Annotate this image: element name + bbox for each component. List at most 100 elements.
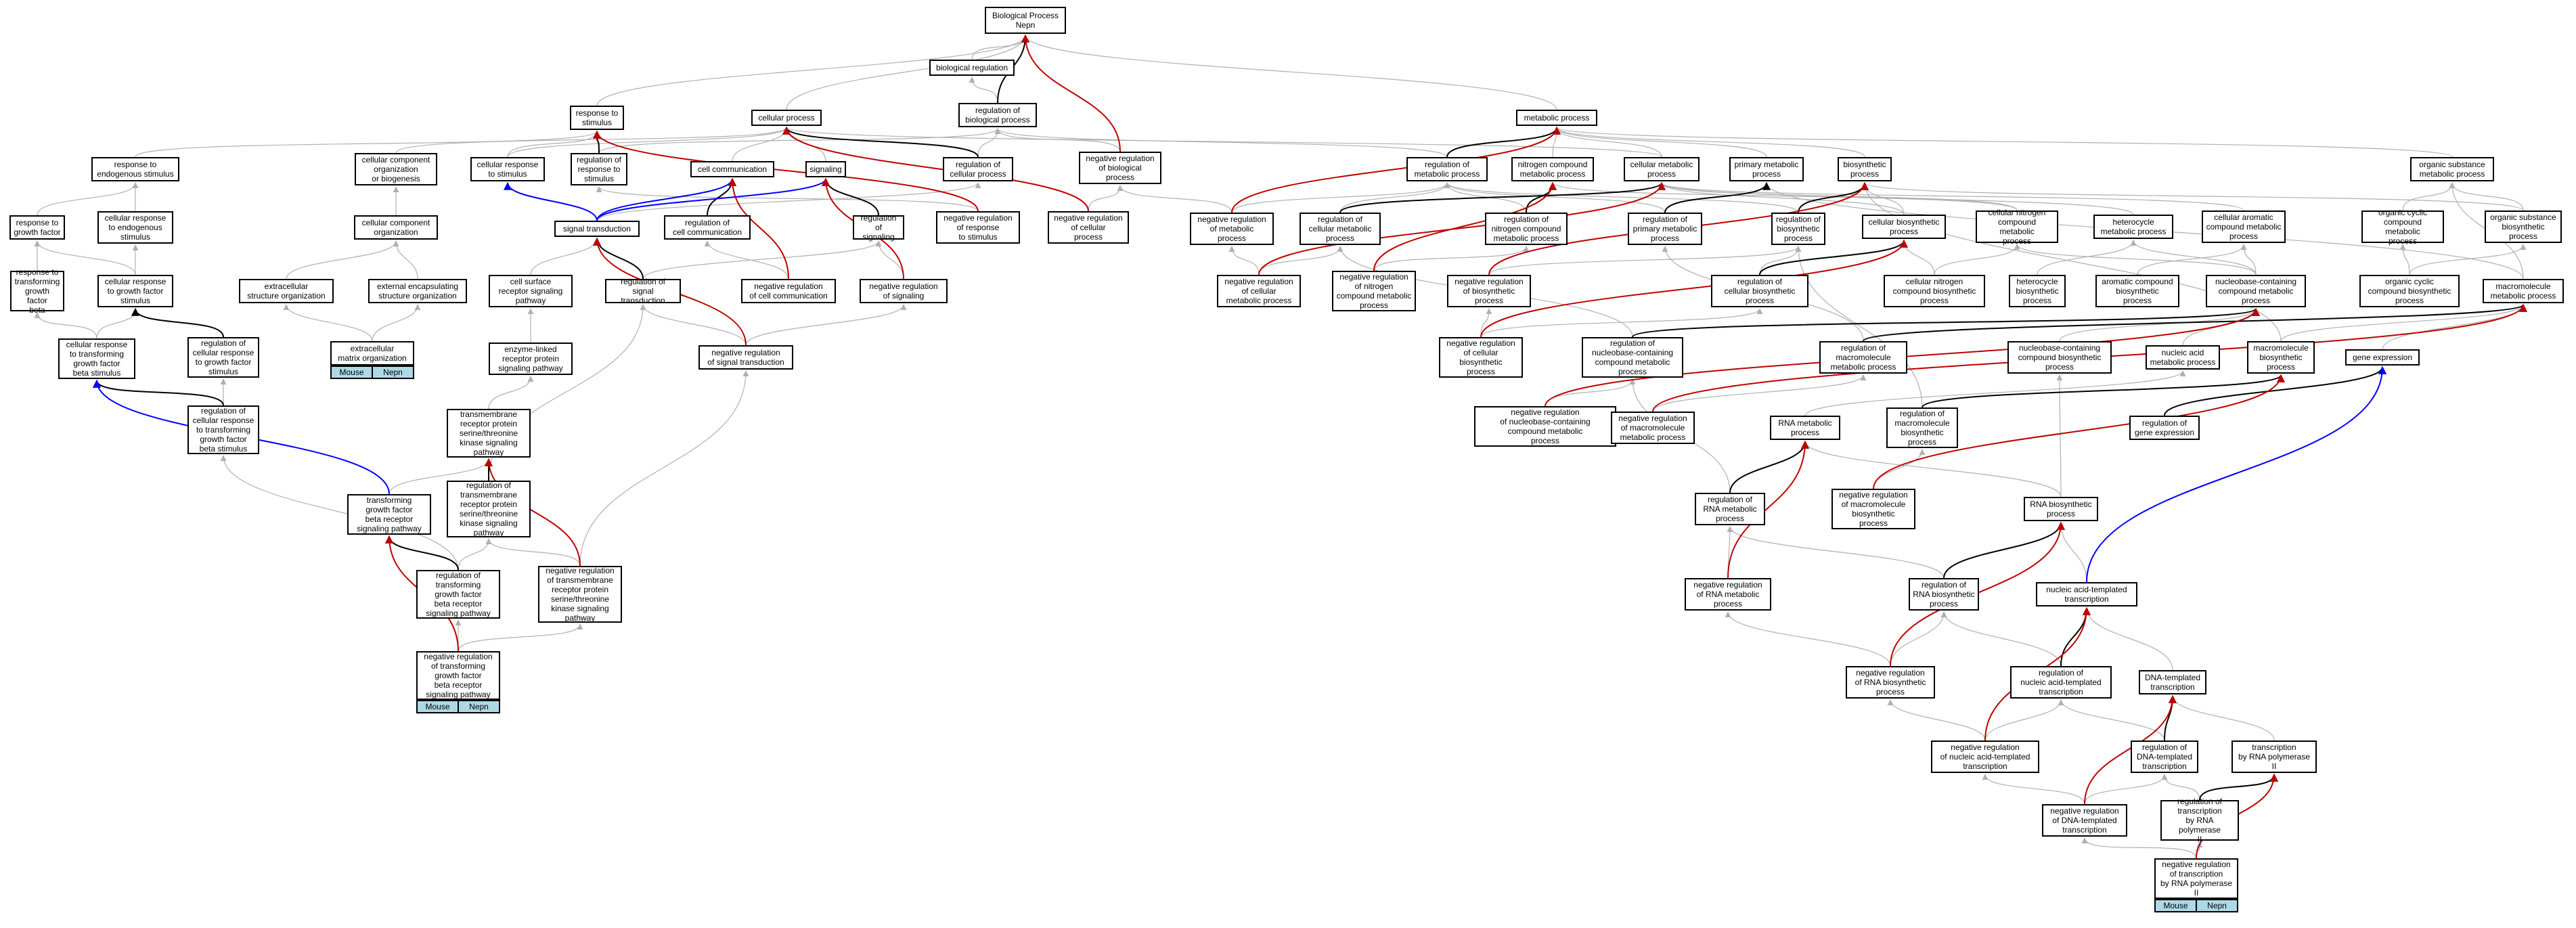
term-node-cellrespendo[interactable]: cellular response to endogenous stimulus bbox=[97, 211, 173, 244]
term-node-metab[interactable]: metabolic process bbox=[1516, 110, 1597, 126]
term-node-natrans[interactable]: nucleic acid-templated transcription bbox=[2036, 582, 2137, 606]
term-node-biosyn[interactable]: biosynthetic process bbox=[1838, 157, 1892, 181]
term-node-orgcyclicbiosyn[interactable]: organic cyclic compound biosynthetic pro… bbox=[2359, 275, 2460, 307]
term-node-negregmetab[interactable]: negative regulation of metabolic process bbox=[1190, 213, 1274, 245]
term-node-heterocycle[interactable]: heterocycle metabolic process bbox=[2093, 215, 2173, 239]
term-node-negregcellbiosyn[interactable]: negative regulation of cellular biosynth… bbox=[1439, 337, 1523, 378]
term-node-rnabiosyn[interactable]: RNA biosynthetic process bbox=[2024, 497, 2098, 521]
term-node-negregcellcomm[interactable]: negative regulation of cell communicatio… bbox=[741, 279, 836, 303]
term-node-negregtmrs[interactable]: negative regulation of transmembrane rec… bbox=[538, 566, 622, 623]
term-label: negative regulation of signaling bbox=[869, 282, 938, 301]
term-node-regcellbiosyn[interactable]: regulation of cellular biosynthetic proc… bbox=[1711, 275, 1808, 307]
term-node-negregdnatrans[interactable]: negative regulation of DNA-templated tra… bbox=[2042, 804, 2127, 837]
term-node-negregrnametab[interactable]: negative regulation of RNA metabolic pro… bbox=[1685, 578, 1771, 611]
term-node-regnitro[interactable]: regulation of nitrogen compound metaboli… bbox=[1485, 213, 1568, 245]
term-node-tgfbpath[interactable]: transforming growth factor beta receptor… bbox=[347, 494, 431, 535]
term-node-regprimary[interactable]: regulation of primary metabolic process bbox=[1628, 213, 1702, 245]
term-node-regmacromol[interactable]: regulation of macromolecule metabolic pr… bbox=[1819, 341, 1907, 374]
term-node-regcellproc[interactable]: regulation of cellular process bbox=[943, 157, 1013, 181]
term-node-ccorg[interactable]: cellular component organization or bioge… bbox=[355, 153, 437, 185]
term-node-orgsubbiosyn[interactable]: organic substance biosynthetic process bbox=[2485, 211, 2562, 243]
term-node-regcellrespgf[interactable]: regulation of cellular response to growt… bbox=[187, 337, 259, 378]
term-node-regnucleobase[interactable]: regulation of nucleobase-containing comp… bbox=[1582, 337, 1683, 378]
term-node-respendo[interactable]: response to endogenous stimulus bbox=[91, 157, 179, 181]
term-node-nucleobasebiosyn[interactable]: nucleobase-containing compound biosynthe… bbox=[2007, 341, 2112, 374]
term-node-cellsurf[interactable]: cell surface receptor signaling pathway bbox=[489, 275, 573, 307]
term-node-reggeneexpr[interactable]: regulation of gene expression bbox=[2129, 416, 2200, 440]
term-node-regdnatrans[interactable]: regulation of DNA-templated transcriptio… bbox=[2131, 741, 2198, 773]
term-node-macromol[interactable]: macromolecule metabolic process bbox=[2483, 279, 2564, 303]
term-node-regtmrs[interactable]: regulation of transmembrane receptor pro… bbox=[447, 481, 531, 537]
term-node-heterobiosyn[interactable]: heterocycle biosynthetic process bbox=[2009, 275, 2066, 307]
term-node-regnatrans[interactable]: regulation of nucleic acid-templated tra… bbox=[2010, 666, 2112, 699]
term-node-regsigtrans[interactable]: regulation of signal transduction bbox=[605, 277, 681, 305]
term-node-orgsub[interactable]: organic substance metabolic process bbox=[2410, 157, 2494, 181]
term-node-regcellresptgfb[interactable]: regulation of cellular response to trans… bbox=[187, 405, 259, 454]
term-node-negregbp[interactable]: negative regulation of biological proces… bbox=[1079, 152, 1161, 184]
term-node-cellnitrobiosyn[interactable]: cellular nitrogen compound biosynthetic … bbox=[1884, 275, 1985, 307]
term-node-regcellcomm[interactable]: regulation of cell communication bbox=[664, 215, 751, 240]
term-node-regresp[interactable]: regulation of response to stimulus bbox=[571, 153, 627, 185]
term-node-signaling[interactable]: signaling bbox=[805, 161, 846, 177]
term-node-cellresptgfb[interactable]: cellular response to transforming growth… bbox=[58, 338, 135, 379]
term-node-arombiosyn[interactable]: aromatic compound biosynthetic process bbox=[2095, 275, 2179, 307]
term-node-bp[interactable]: Biological Process Nepn bbox=[985, 7, 1066, 34]
term-node-cellproc[interactable]: cellular process bbox=[751, 110, 822, 126]
term-node-nitrogen[interactable]: nitrogen compound metabolic process bbox=[1511, 157, 1594, 181]
term-node-ccorg2[interactable]: cellular component organization bbox=[354, 215, 438, 240]
term-node-sigtrans[interactable]: signal transduction bbox=[554, 221, 640, 237]
term-node-regbp[interactable]: regulation of biological process bbox=[958, 103, 1037, 127]
term-node-biolreg[interactable]: biological regulation bbox=[929, 60, 1015, 76]
term-node-regbiosyn[interactable]: regulation of biosynthetic process bbox=[1771, 213, 1825, 245]
term-node-negregnatrans[interactable]: negative regulation of nucleic acid-temp… bbox=[1931, 741, 2039, 773]
term-node-negregbiosyn[interactable]: negative regulation of biosynthetic proc… bbox=[1447, 275, 1531, 307]
edge-is-a bbox=[34, 312, 97, 339]
term-node-rnametab[interactable]: RNA metabolic process bbox=[1770, 416, 1840, 440]
term-node-primary[interactable]: primary metabolic process bbox=[1729, 157, 1804, 181]
term-node-regmetab[interactable]: regulation of metabolic process bbox=[1406, 157, 1488, 181]
term-node-dnatrans[interactable]: DNA-templated transcription bbox=[2139, 670, 2206, 694]
term-node-negregresp[interactable]: negative regulation of response to stimu… bbox=[936, 211, 1020, 244]
term-node-negregsig[interactable]: negative regulation of signaling bbox=[860, 279, 948, 303]
term-node-cellarom[interactable]: cellular aromatic compound metabolic pro… bbox=[2202, 211, 2286, 243]
term-node-regcellmetab[interactable]: regulation of cellular metabolic process bbox=[1300, 213, 1381, 245]
edge-part-of bbox=[93, 379, 224, 406]
term-node-negregcell[interactable]: negative regulation of cellular process bbox=[1048, 211, 1129, 244]
term-node-cellresp[interactable]: cellular response to stimulus bbox=[470, 157, 545, 181]
term-node-cellnitro[interactable]: cellular nitrogen compound metabolic pro… bbox=[1976, 208, 2058, 246]
term-node-negregnitro[interactable]: negative regulation of nitrogen compound… bbox=[1332, 271, 1416, 311]
term-node-cellbiosyn[interactable]: cellular biosynthetic process bbox=[1862, 215, 1946, 239]
term-node-nucleobase[interactable]: nucleobase-containing compound metabolic… bbox=[2206, 275, 2306, 307]
term-node-regrnabiosyn[interactable]: regulation of RNA biosynthetic process bbox=[1909, 578, 1979, 611]
term-node-cellmetab[interactable]: cellular metabolic process bbox=[1624, 157, 1700, 181]
term-node-negregmacrobiosyn[interactable]: negative regulation of macromolecule bio… bbox=[1831, 489, 1915, 529]
term-node-regrnametab[interactable]: regulation of RNA metabolic process bbox=[1695, 493, 1765, 525]
term-node-negregmacromol[interactable]: negative regulation of macromolecule met… bbox=[1611, 412, 1695, 444]
term-node-regtgfb[interactable]: regulation of transforming growth factor… bbox=[416, 570, 500, 619]
term-node-orgcyclic[interactable]: organic cyclic compound metabolic proces… bbox=[2361, 208, 2444, 246]
term-node-negregtgfb[interactable]: negative regulation of transforming grow… bbox=[416, 651, 500, 713]
term-node-negregnucleobase[interactable]: negative regulation of nucleobase-contai… bbox=[1474, 406, 1616, 447]
term-node-tmrs[interactable]: transmembrane receptor protein serine/th… bbox=[447, 409, 531, 458]
term-node-regsig[interactable]: regulation of signaling bbox=[853, 213, 904, 242]
term-node-negregcellmetab[interactable]: negative regulation of cellular metaboli… bbox=[1217, 275, 1301, 307]
term-node-resp[interactable]: response to stimulus bbox=[570, 106, 624, 130]
term-node-nucleicacid[interactable]: nucleic acid metabolic process bbox=[2146, 345, 2220, 370]
term-node-rnapol[interactable]: transcription by RNA polymerase II bbox=[2231, 741, 2317, 773]
term-node-negregrnabiosyn[interactable]: negative regulation of RNA biosynthetic … bbox=[1846, 666, 1935, 699]
term-node-geneexpr[interactable]: gene expression bbox=[2345, 349, 2420, 366]
term-node-negregrnapol[interactable]: negative regulation of transcription by … bbox=[2154, 858, 2238, 912]
term-node-negregsigtrans[interactable]: negative regulation of signal transducti… bbox=[698, 345, 793, 370]
term-node-regrnapol[interactable]: regulation of transcription by RNA polym… bbox=[2160, 797, 2239, 844]
term-node-resptgfb[interactable]: response to transforming growth factor b… bbox=[10, 267, 64, 315]
term-node-respgf[interactable]: response to growth factor bbox=[9, 215, 65, 240]
term-node-cellrespgf[interactable]: cellular response to growth factor stimu… bbox=[97, 275, 173, 307]
term-node-extstruct[interactable]: extracellular structure organization bbox=[239, 279, 334, 303]
term-node-macrobiosyn[interactable]: macromolecule biosynthetic process bbox=[2247, 341, 2315, 374]
term-node-cellcomm[interactable]: cell communication bbox=[690, 161, 774, 177]
term-node-regmacrobiosyn[interactable]: regulation of macromolecule biosynthetic… bbox=[1886, 407, 1958, 448]
term-node-extencap[interactable]: external encapsulating structure organiz… bbox=[368, 279, 467, 303]
term-node-enzyme[interactable]: enzyme-linked receptor protein signaling… bbox=[489, 343, 573, 375]
edge-regulates bbox=[728, 177, 789, 280]
